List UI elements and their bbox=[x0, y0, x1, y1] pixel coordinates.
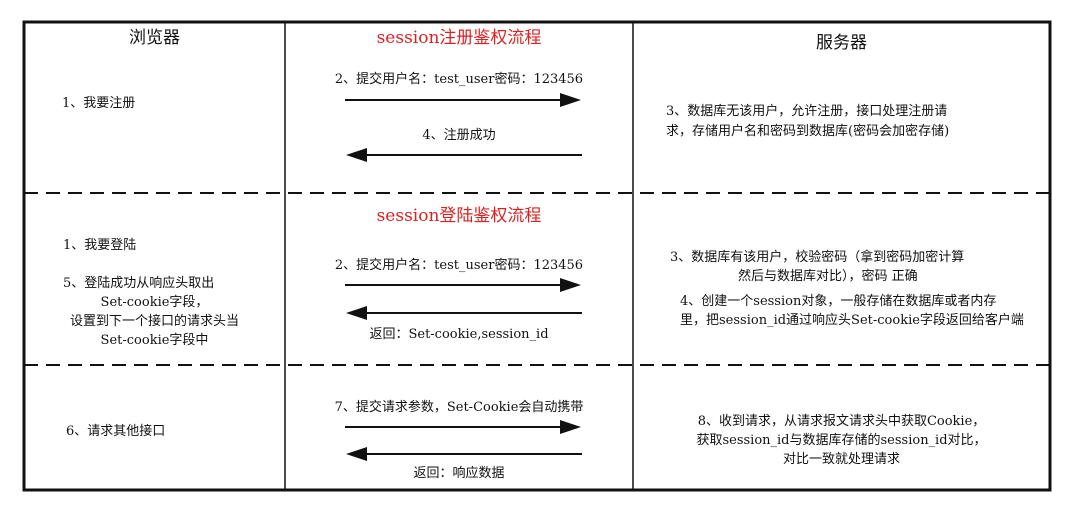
server-step-other-3: 对比一致就处理请求 bbox=[782, 452, 900, 467]
browser-header: 浏览器 bbox=[129, 28, 180, 48]
outer-frame bbox=[22, 20, 1052, 492]
arrow-label-return-data: 返回：响应数据 bbox=[413, 466, 505, 481]
arrow-left-1 bbox=[346, 148, 582, 162]
server-step-register-1: 3、数据库无该用户，允许注册，接口处理注册请 bbox=[666, 104, 948, 119]
arrow-left-3 bbox=[346, 447, 582, 461]
arrow-label-register-success: 4、注册成功 bbox=[422, 128, 496, 143]
server-step-register-2: 求，存储用户名和密码到数据库(密码会加密存储) bbox=[666, 124, 950, 139]
server-step-other-2: 获取session_id与数据库存储的session_id对比， bbox=[696, 433, 987, 448]
arrow-right-2 bbox=[345, 278, 581, 292]
server-header: 服务器 bbox=[816, 33, 867, 53]
server-step-login-3: 4、创建一个session对象，一般存储在数据库或者内存 bbox=[680, 294, 997, 309]
arrow-label-return-cookie: 返回：Set-cookie,session_id bbox=[369, 327, 549, 342]
arrow-right-3 bbox=[345, 420, 581, 434]
server-step-other-1: 8、收到请求，从请求报文请求头中获取Cookie， bbox=[697, 414, 986, 429]
browser-step-login: 1、我要登陆 bbox=[63, 238, 137, 253]
server-step-login-2: 然后与数据库对比），密码 正确 bbox=[738, 269, 918, 284]
browser-step-other-api: 6、请求其他接口 bbox=[66, 424, 166, 439]
browser-step-register: 1、我要注册 bbox=[62, 96, 136, 111]
browser-step-login-cookie-1: 5、登陆成功从响应头取出 bbox=[63, 276, 215, 291]
browser-step-login-cookie-2: Set-cookie字段， bbox=[100, 295, 209, 310]
arrow-left-2 bbox=[346, 306, 582, 320]
section-title-login: session登陆鉴权流程 bbox=[376, 206, 542, 226]
arrow-label-submit-credentials: 2、提交用户名：test_user密码：123456 bbox=[334, 72, 584, 87]
arrow-label-submit-credentials-login: 2、提交用户名：test_user密码：123456 bbox=[334, 258, 584, 273]
server-step-login-1: 3、数据库有该用户，校验密码（拿到密码加密计算 bbox=[670, 250, 965, 265]
browser-step-login-cookie-3: 设置到下一个接口的请求头当 bbox=[69, 314, 239, 329]
arrow-right-1 bbox=[345, 93, 581, 107]
section-title-register: session注册鉴权流程 bbox=[376, 28, 542, 48]
browser-step-login-cookie-4: Set-cookie字段中 bbox=[100, 333, 209, 348]
arrow-label-submit-params: 7、提交请求参数，Set-Cookie会自动携带 bbox=[334, 400, 584, 415]
server-step-login-4: 里，把session_id通过响应头Set-cookie字段返回给客户端 bbox=[680, 313, 1024, 328]
